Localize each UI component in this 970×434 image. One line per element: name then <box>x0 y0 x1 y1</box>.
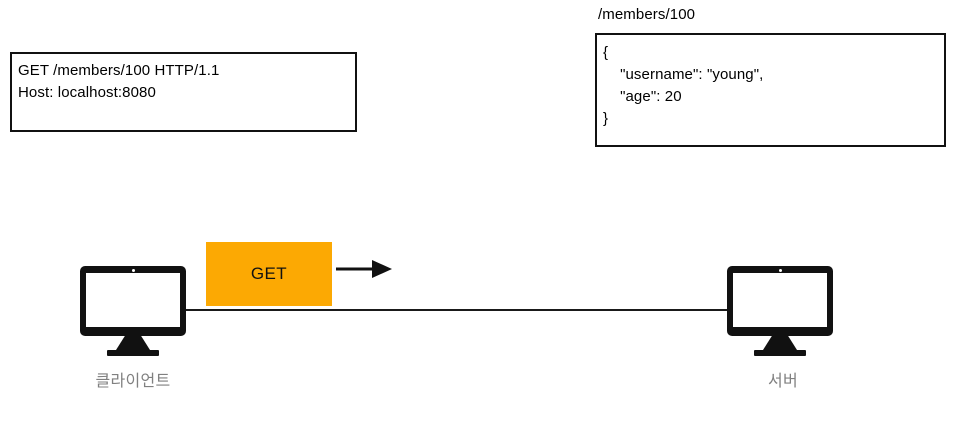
client-node-label: 클라이언트 <box>95 373 171 390</box>
client-monitor-stand-base <box>107 350 159 356</box>
client-monitor-stand-neck <box>116 336 150 350</box>
client-monitor-screen <box>86 273 180 327</box>
response-note-box <box>595 33 946 147</box>
http-method-badge: GET <box>206 242 332 306</box>
request-note-text: GET /members/100 HTTP/1.1 Host: localhos… <box>18 62 220 101</box>
server-monitor-stand-neck <box>763 336 797 350</box>
arrow-right-icon <box>336 260 392 278</box>
request-note-box <box>10 52 357 132</box>
response-resource-path: /members/100 <box>598 6 696 23</box>
client-server-connection-line <box>137 309 737 311</box>
server-node-label: 서버 <box>767 373 799 390</box>
client-monitor-camera-dot <box>131 269 135 272</box>
server-monitor-bezel <box>727 266 833 336</box>
server-monitor-screen <box>733 273 827 327</box>
server-monitor-camera-dot <box>778 269 782 272</box>
response-note-text: { "username": "young", "age": 20 } <box>603 44 764 127</box>
server-monitor-icon <box>727 266 833 356</box>
client-monitor-bezel <box>80 266 186 336</box>
client-monitor-icon <box>80 266 186 356</box>
server-monitor-stand-base <box>754 350 806 356</box>
http-method-badge-label: GET <box>250 264 288 283</box>
